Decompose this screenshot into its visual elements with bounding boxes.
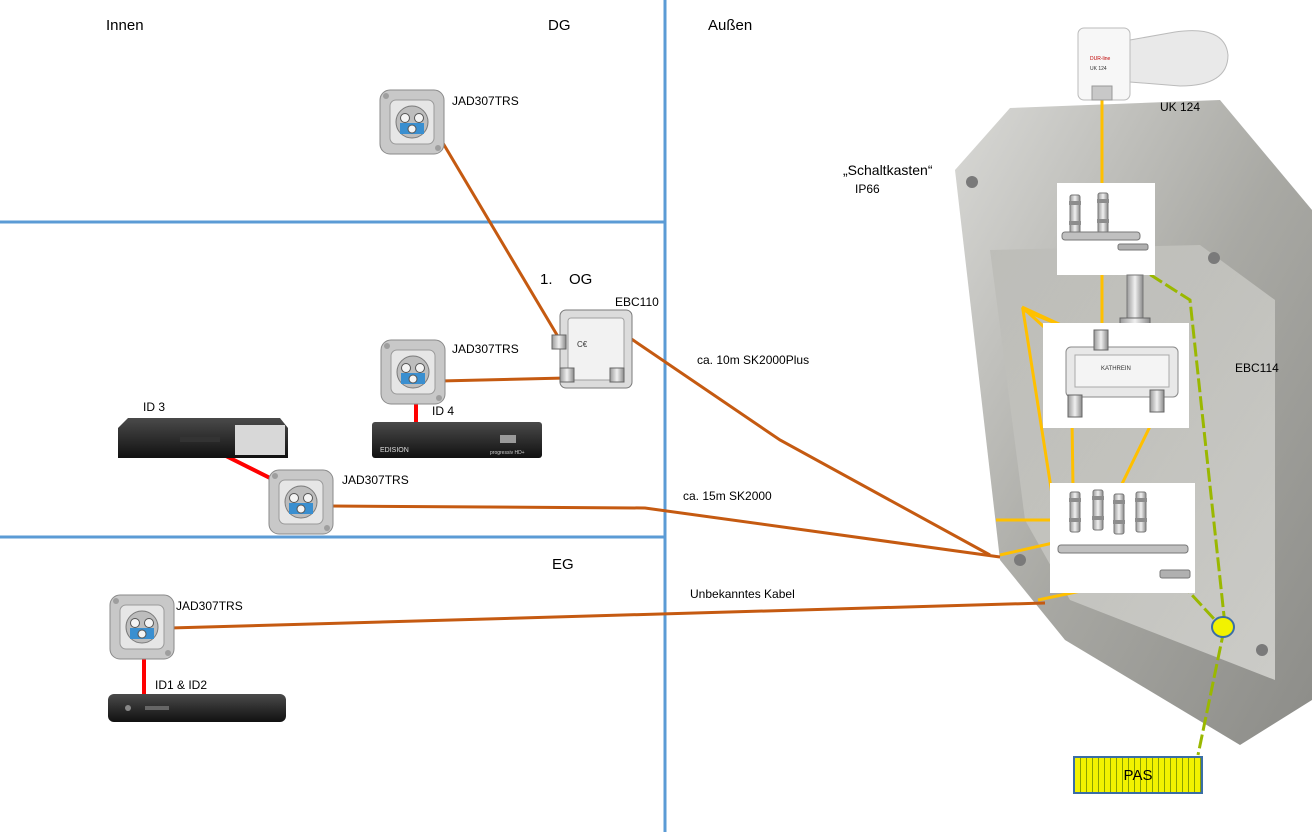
zone-label-og-number: 1. <box>540 271 553 288</box>
ebc114-brand-text: KATHREIN <box>1101 366 1131 372</box>
receiver-id12 <box>108 694 286 722</box>
zone-label-og: OG <box>569 271 593 288</box>
cable-label-2: ca. 15m SK2000 <box>683 489 772 503</box>
lnb-brand-text: DUR-line <box>1090 56 1111 62</box>
receiver-id4-model: progressiv HD+ <box>490 450 525 456</box>
wall-outlet-og <box>380 339 446 405</box>
receiver-id4-label: ID 4 <box>432 404 455 418</box>
wall-outlet-dg <box>379 89 445 155</box>
room-dividers <box>0 0 667 832</box>
lower-barrel-block <box>1050 483 1195 593</box>
potential-equalization-bar: PAS <box>1073 756 1203 794</box>
zone-label-inside: Innen <box>106 17 144 34</box>
receiver-id4: EDISION progressiv HD+ <box>372 422 542 458</box>
svg-text:C€: C€ <box>577 340 588 349</box>
receiver-id3 <box>118 418 288 458</box>
upper-barrel-block <box>1057 183 1155 275</box>
receiver-id3-label: ID 3 <box>143 400 166 414</box>
ebc110-splitter: C€ <box>551 309 633 389</box>
zone-label-dg: DG <box>548 17 571 34</box>
lnb-label: UK 124 <box>1160 100 1201 114</box>
zone-label-outside: Außen <box>708 17 753 34</box>
receiver-id12-label: ID1 & ID2 <box>155 678 208 692</box>
ebc114-device: KATHREIN <box>1043 323 1189 428</box>
ground-junction <box>1211 616 1235 638</box>
outlet-label-eg: JAD307TRS <box>176 599 243 613</box>
receiver-id4-brand: EDISION <box>380 447 409 454</box>
outlet-label-og: JAD307TRS <box>452 342 519 356</box>
wall-outlet-og2 <box>268 469 334 535</box>
pas-label: PAS <box>1123 766 1153 784</box>
outlet-label-dg: JAD307TRS <box>452 94 519 108</box>
wall-outlet-eg <box>109 594 175 660</box>
coax-cables <box>169 127 1046 630</box>
splitter-label: EBC110 <box>615 295 659 309</box>
box-title: „Schaltkasten“ <box>843 162 933 178</box>
outlet-label-og2: JAD307TRS <box>342 473 409 487</box>
box-rating: IP66 <box>855 182 880 196</box>
ebc114-label: EBC114 <box>1235 361 1279 375</box>
zone-label-eg: EG <box>552 556 574 573</box>
lnb-device: DUR-line UK 124 <box>1077 27 1229 101</box>
cable-label-1: ca. 10m SK2000Plus <box>697 353 810 367</box>
cable-label-3: Unbekanntes Kabel <box>690 587 795 601</box>
lnb-model-text: UK 124 <box>1090 66 1107 72</box>
